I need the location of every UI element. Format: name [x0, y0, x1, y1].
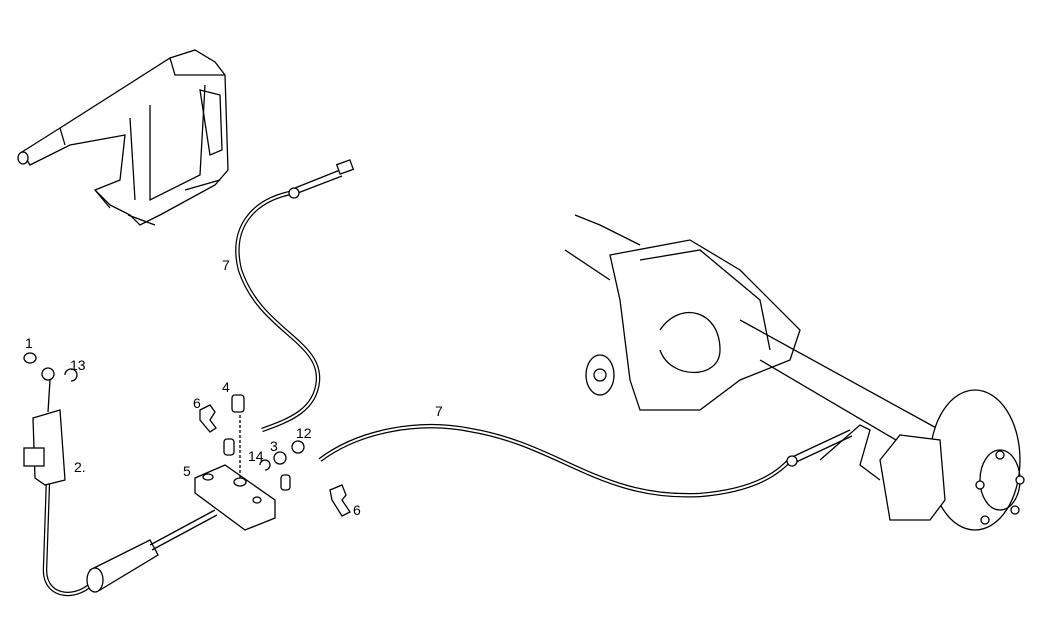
cable-2-assembly [23, 352, 218, 597]
callout-part-6-lower: 6 [353, 502, 361, 518]
callout-part-2: 2. [74, 459, 86, 475]
callout-part-4: 4 [222, 379, 230, 395]
callout-part-7-front: 7 [222, 257, 230, 273]
callout-part-1: 1 [25, 335, 33, 351]
hand-brake-lever [17, 49, 229, 226]
cable-7-front [235, 159, 355, 433]
callout-part-6-upper: 6 [193, 395, 201, 411]
callout-part-5: 5 [183, 463, 191, 479]
callout-part-7-rear: 7 [435, 403, 443, 419]
callout-part-3: 3 [270, 438, 278, 454]
callout-part-12: 12 [296, 425, 312, 441]
callout-part-14: 14 [248, 448, 264, 464]
bracket-5-and-fittings [194, 394, 351, 531]
callout-part-13: 13 [70, 357, 86, 373]
cable-7-rear [318, 424, 853, 498]
rear-axle [564, 214, 1025, 531]
